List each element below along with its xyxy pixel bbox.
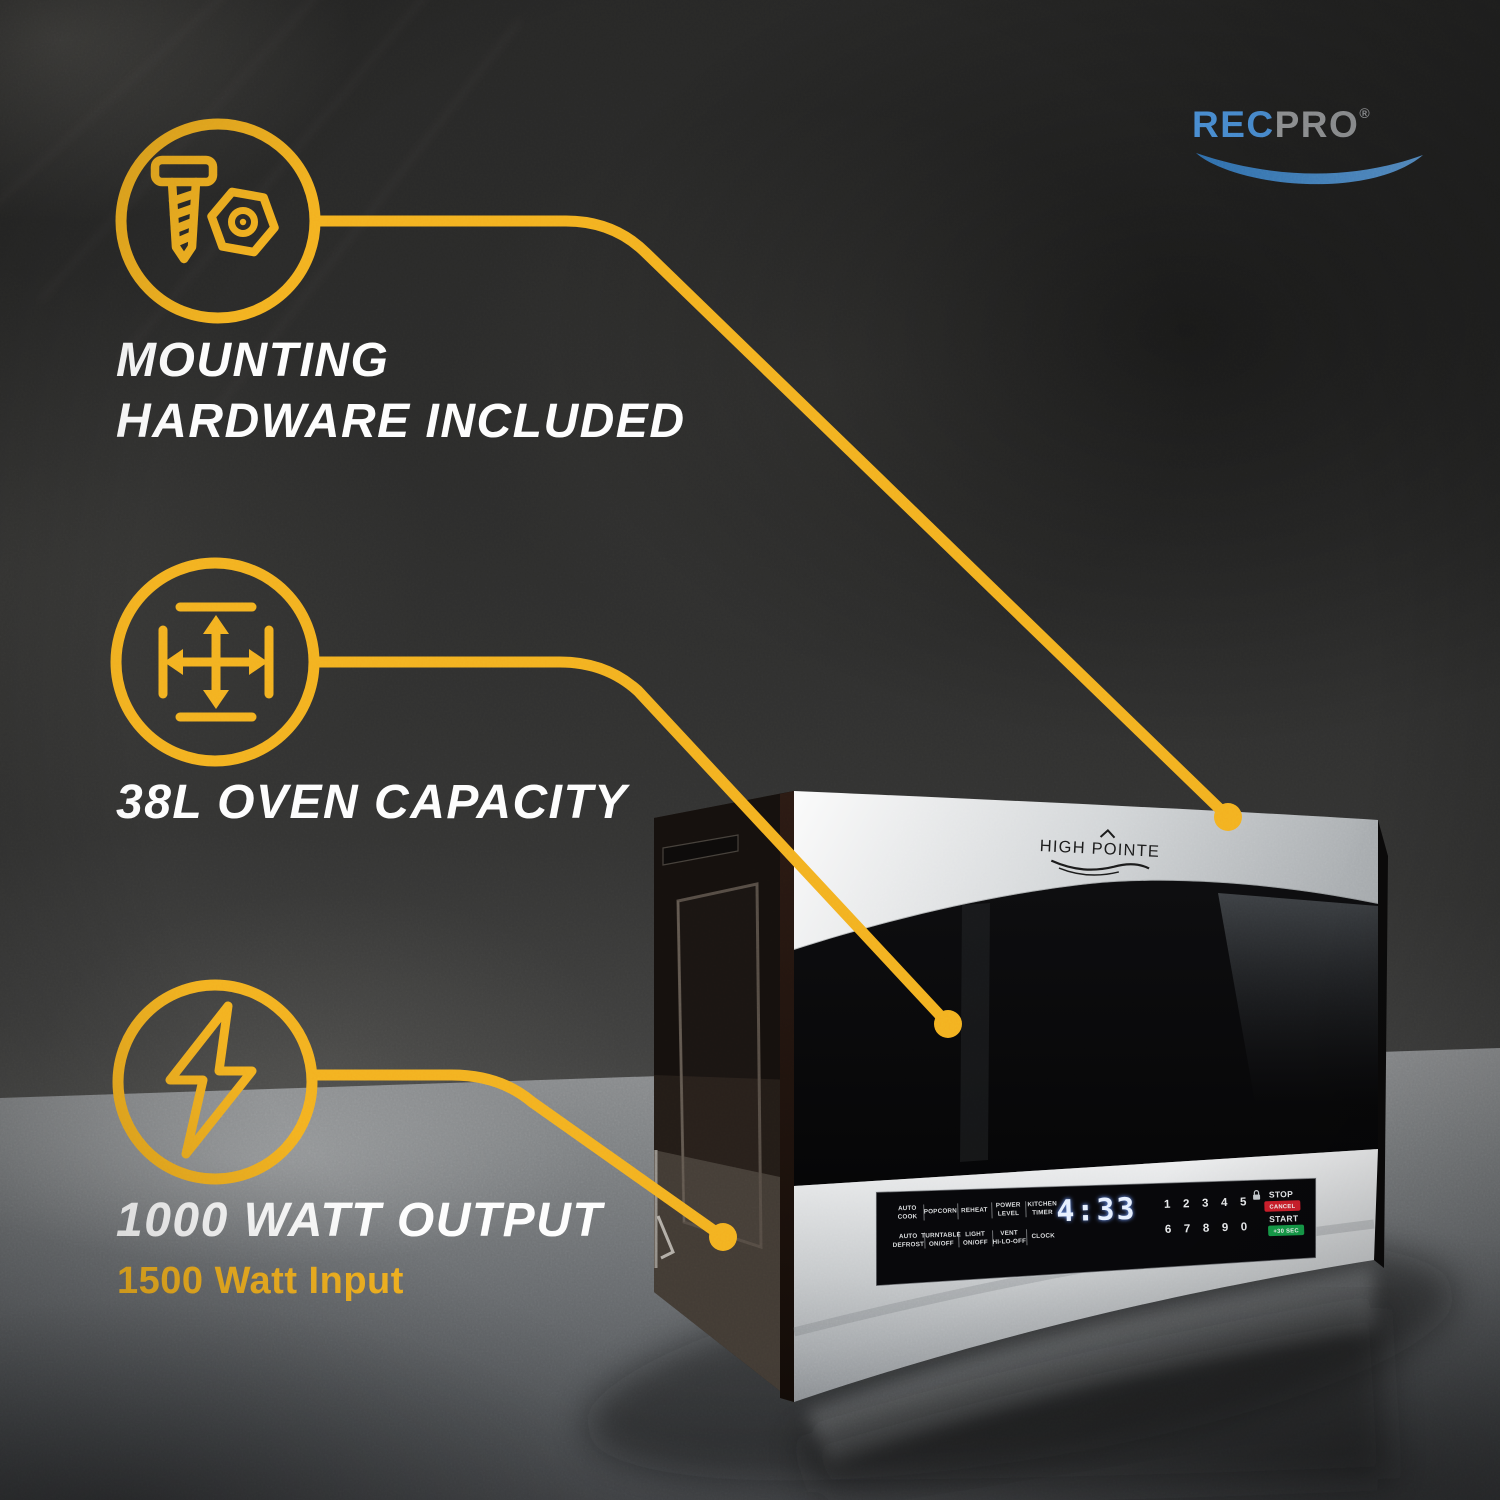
lightning-bolt-icon (165, 1001, 257, 1159)
side-inset-bevel (676, 882, 763, 1250)
key-9[interactable]: 9 (1222, 1222, 1229, 1234)
btn-kitchen-timer[interactable]: KITCHEN (1027, 1200, 1057, 1208)
btn-turntable[interactable]: TURNTABLE (921, 1231, 961, 1239)
heading-mounting-hardware: MOUNTING HARDWARE INCLUDED (116, 330, 685, 452)
start-button[interactable]: START (1269, 1213, 1299, 1224)
callout-circle-mounting (115, 118, 321, 324)
callout-dot-mounting (1214, 803, 1242, 831)
heading-line: 38L OVEN CAPACITY (116, 776, 628, 829)
key-7[interactable]: 7 (1184, 1223, 1191, 1235)
heading-oven-capacity: 38L OVEN CAPACITY (116, 772, 628, 833)
heading-line: HARDWARE INCLUDED (116, 395, 686, 448)
btn-power-level[interactable]: POWER (996, 1201, 1021, 1209)
callout-dot-power (709, 1223, 737, 1251)
key-6[interactable]: 6 (1165, 1224, 1172, 1236)
door-edge-strip (780, 791, 794, 1402)
recpro-logo: RECPRO® (1192, 106, 1432, 192)
recpro-wordmark: RECPRO® (1192, 106, 1432, 143)
svg-text:TIMER[interactable]: TIMER (1032, 1209, 1053, 1217)
svg-text:+30 SEC[interactable]: +30 SEC (1273, 1228, 1299, 1235)
recpro-text-pro: PRO (1274, 104, 1360, 145)
btn-auto-defrost[interactable]: AUTO (899, 1233, 918, 1241)
clock-display: 4:33 (1056, 1192, 1137, 1230)
door-reflection-sliver (960, 903, 990, 1162)
btn-clock[interactable]: CLOCK (1031, 1232, 1055, 1240)
key-3[interactable]: 3 (1202, 1198, 1209, 1210)
heading-line: MOUNTING (116, 334, 390, 387)
key-1[interactable]: 1 (1164, 1199, 1171, 1211)
btn-vent[interactable]: VENT (1000, 1230, 1018, 1238)
heading-watt-output: 1000 WATT OUTPUT (116, 1190, 603, 1251)
svg-text:DEFROST[interactable]: DEFROST (893, 1241, 925, 1249)
svg-text:LEVEL[interactable]: LEVEL (998, 1210, 1020, 1218)
svg-text:HI-LO-OFF[interactable]: HI-LO-OFF (992, 1238, 1026, 1246)
callout-dot-capacity (934, 1010, 962, 1038)
svg-text:CANCEL[interactable]: CANCEL (1269, 1204, 1295, 1211)
subheading-watt-input: 1500 Watt Input (117, 1260, 404, 1302)
key-2[interactable]: 2 (1183, 1198, 1190, 1210)
dimensions-arrows-icon (158, 602, 274, 722)
microwave: HIGH POINTE (585, 791, 1455, 1492)
recpro-swoosh-icon (1196, 153, 1423, 185)
key-0[interactable]: 0 (1241, 1221, 1248, 1233)
recpro-text-rec: REC (1192, 104, 1275, 145)
btn-popcorn[interactable]: POPCORN (924, 1207, 958, 1215)
callout-line-mounting (309, 215, 1234, 823)
svg-text:ON/OFF[interactable]: ON/OFF (963, 1239, 988, 1247)
registered-mark: ® (1359, 105, 1372, 121)
btn-auto-cook[interactable]: AUTO (898, 1205, 917, 1213)
key-4[interactable]: 4 (1221, 1197, 1228, 1209)
key-5[interactable]: 5 (1240, 1196, 1247, 1208)
key-8[interactable]: 8 (1203, 1223, 1210, 1235)
stop-button[interactable]: STOP (1269, 1189, 1294, 1200)
svg-text:ON/OFF[interactable]: ON/OFF (929, 1240, 954, 1248)
btn-light[interactable]: LIGHT (965, 1231, 985, 1239)
heading-line: 1000 WATT OUTPUT (116, 1194, 604, 1247)
svg-text:COOK[interactable]: COOK (898, 1213, 918, 1221)
btn-reheat[interactable]: REHEAT (961, 1206, 988, 1214)
callout-circle-power (112, 979, 318, 1185)
